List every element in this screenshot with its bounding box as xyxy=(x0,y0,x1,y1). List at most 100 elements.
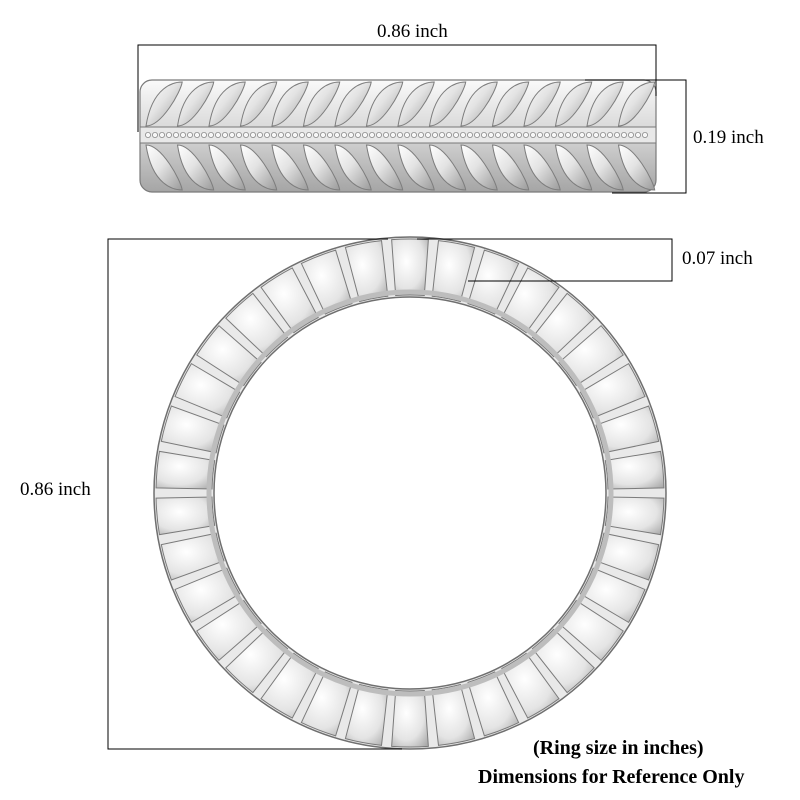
ring-segment xyxy=(531,292,595,358)
twist-segment xyxy=(145,144,183,191)
ring-segment xyxy=(174,567,241,624)
twist-segment xyxy=(271,81,309,127)
bead xyxy=(305,131,312,138)
bead xyxy=(270,131,277,138)
bead xyxy=(291,131,298,138)
ring-segment xyxy=(344,240,389,303)
top-width-line xyxy=(137,44,657,132)
bead xyxy=(607,131,614,138)
twist-segment xyxy=(302,144,341,191)
ring-segment xyxy=(595,405,660,454)
ring-segments xyxy=(155,238,665,748)
bead xyxy=(410,131,417,138)
twist-segment xyxy=(271,144,309,191)
bead xyxy=(572,131,579,138)
ring-segment xyxy=(391,238,429,297)
twist-segment xyxy=(491,144,530,191)
twist-segment xyxy=(365,81,404,127)
twist-segment xyxy=(460,81,498,127)
bead xyxy=(431,131,438,138)
bead xyxy=(445,131,452,138)
ring-segment xyxy=(196,324,262,387)
dimension-lines-circle xyxy=(107,238,673,750)
bead xyxy=(537,131,544,138)
bead xyxy=(151,131,158,138)
ring-segment xyxy=(260,267,319,334)
bead xyxy=(558,131,565,138)
bead xyxy=(551,131,558,138)
twist-segment xyxy=(176,81,215,127)
bead xyxy=(193,131,200,138)
ring-segment xyxy=(155,450,216,490)
bead xyxy=(326,131,333,138)
ring-side-view xyxy=(153,236,667,750)
bead xyxy=(158,131,165,138)
bead xyxy=(586,131,593,138)
ring-segment xyxy=(300,671,353,737)
bead xyxy=(221,131,228,138)
ring-segment xyxy=(579,362,646,419)
bead xyxy=(368,131,375,138)
ring-segment xyxy=(225,292,289,358)
bead xyxy=(333,131,340,138)
bead xyxy=(642,131,649,138)
ring-size-note: (Ring size in inches) xyxy=(533,737,704,759)
ring-segment xyxy=(467,671,520,737)
bead xyxy=(501,131,508,138)
twist-segment xyxy=(523,144,561,191)
bead xyxy=(165,131,172,138)
twist-row-lower xyxy=(145,144,656,191)
twist-segment xyxy=(617,144,656,191)
bead xyxy=(389,131,396,138)
bead xyxy=(347,131,354,138)
twist-row-upper xyxy=(145,81,656,127)
wall-thickness-line xyxy=(417,238,673,282)
bead xyxy=(579,131,586,138)
bead xyxy=(396,131,403,138)
bead xyxy=(628,131,635,138)
twist-segment xyxy=(428,144,467,191)
twist-segment xyxy=(491,81,530,127)
ring-segment xyxy=(260,652,319,719)
ring-segment xyxy=(501,652,560,719)
bead xyxy=(179,131,186,138)
ring-segment xyxy=(431,240,476,303)
bead xyxy=(565,131,572,138)
ring-segment xyxy=(160,532,225,581)
bead xyxy=(403,131,410,138)
twist-segment xyxy=(554,81,593,127)
twist-segment xyxy=(208,81,246,127)
bead xyxy=(382,131,389,138)
bead xyxy=(354,131,361,138)
twist-segment xyxy=(145,81,183,127)
bead xyxy=(249,131,256,138)
twist-segment xyxy=(334,144,372,191)
bead xyxy=(494,131,501,138)
ring-segment xyxy=(196,599,262,662)
twist-segment xyxy=(208,144,246,191)
ring-segment xyxy=(595,532,660,581)
ring-top-view xyxy=(139,79,657,193)
bead xyxy=(635,131,642,138)
twist-segment xyxy=(239,144,278,191)
ring-segment xyxy=(344,683,389,746)
band-width-label: 0.19 inch xyxy=(693,127,764,148)
bead xyxy=(319,131,326,138)
bead xyxy=(530,131,537,138)
ring-inner-shadow xyxy=(206,289,614,697)
ring-segment xyxy=(579,567,646,624)
twist-segment xyxy=(302,81,341,127)
twist-segment xyxy=(334,81,372,127)
wall-thickness-label: 0.07 inch xyxy=(682,248,753,269)
ring-segment xyxy=(431,683,476,746)
twist-segment xyxy=(239,81,278,127)
bead xyxy=(235,131,242,138)
bead xyxy=(487,131,494,138)
bead xyxy=(263,131,270,138)
bead xyxy=(593,131,600,138)
bead xyxy=(284,131,291,138)
twist-segment xyxy=(460,144,498,191)
bead xyxy=(473,131,480,138)
twist-segment xyxy=(617,81,656,127)
